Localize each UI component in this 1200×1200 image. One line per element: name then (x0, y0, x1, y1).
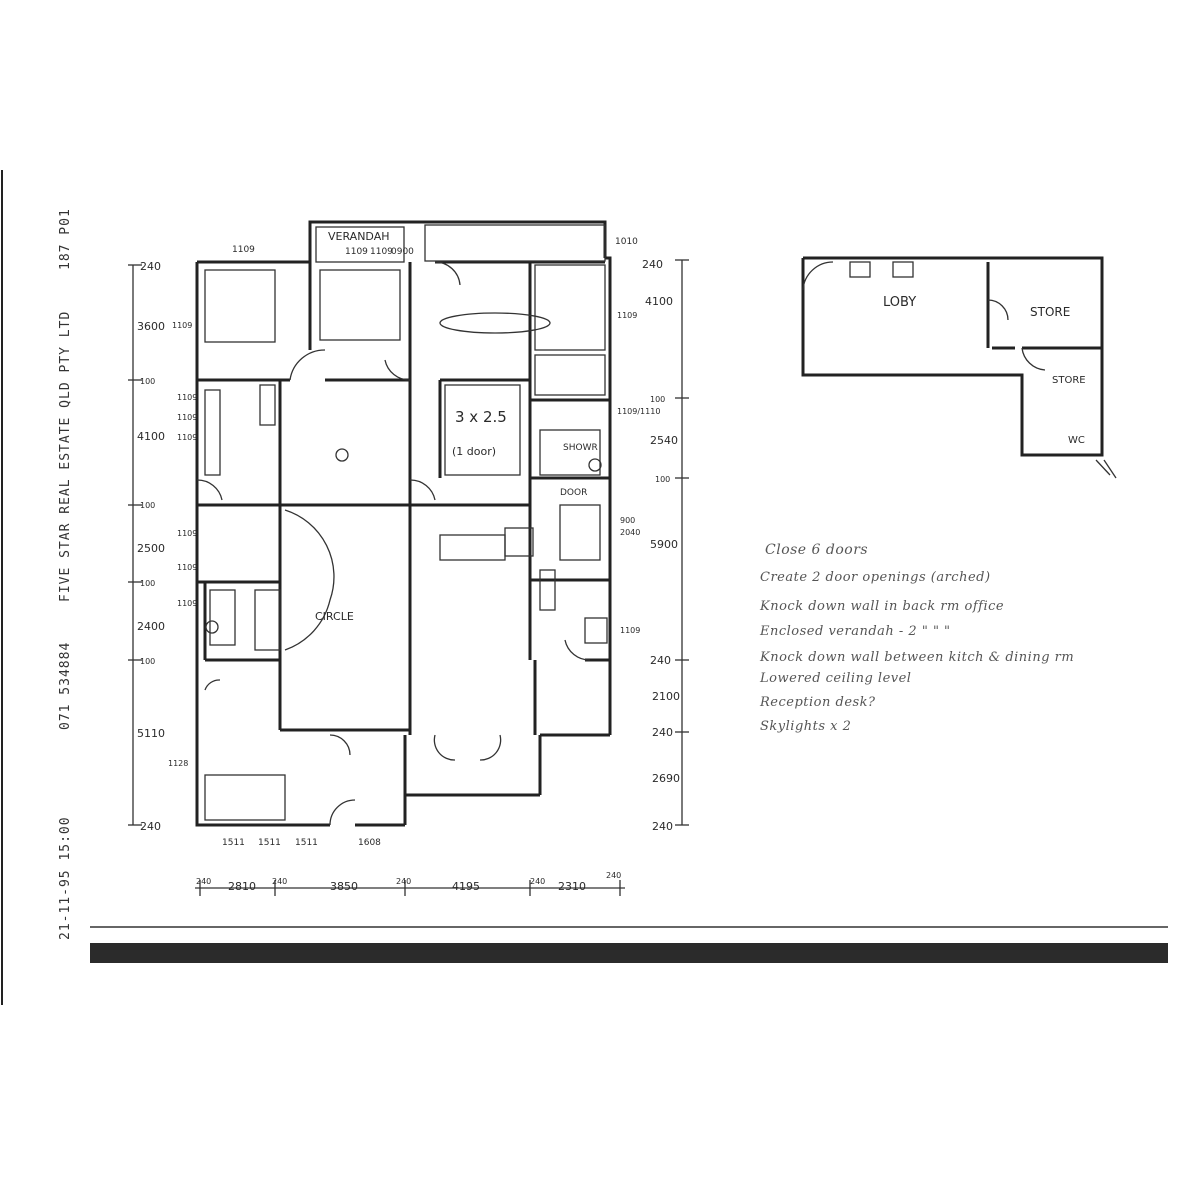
annex-store-label: STORE (1030, 305, 1070, 319)
hall-area-label: 3 x 2.5 (455, 408, 507, 426)
bottom-small-dim: 1511 (222, 838, 245, 848)
left-dimension-line (128, 264, 142, 826)
bottom-dimension-line (195, 880, 625, 896)
annex-walls (801, 256, 1104, 457)
right-small-dim: 1109 (620, 626, 640, 635)
left-dim: 2500 (137, 542, 165, 555)
right-dim: 2100 (652, 690, 680, 703)
bottom-dim: 240 (530, 877, 545, 886)
left-small-dim: 1109 (177, 599, 197, 608)
bottom-dim: 4195 (452, 880, 480, 893)
right-dim: 240 (652, 820, 673, 833)
bottom-dim: 240 (606, 871, 621, 880)
right-dim: 5900 (650, 538, 678, 551)
left-dim: 100 (140, 657, 155, 666)
right-dim: 100 (655, 475, 670, 484)
top-dim: 1109 (232, 245, 255, 255)
right-dim: 2540 (650, 434, 678, 447)
left-small-dim: 1109 (177, 433, 197, 442)
fax-band (90, 943, 1168, 963)
left-dim: 3600 (137, 320, 165, 333)
left-dim: 5110 (137, 727, 165, 740)
left-dim: 2400 (137, 620, 165, 633)
note-item: Lowered ceiling level (760, 671, 912, 686)
left-small-dim: 1109 (177, 413, 197, 422)
left-dim: 240 (140, 260, 161, 273)
bottom-small-dim: 1511 (295, 838, 318, 848)
bottom-dim: 3850 (330, 880, 358, 893)
left-dim: 4100 (137, 430, 165, 443)
right-dim: 4100 (645, 295, 673, 308)
bottom-dim: 240 (396, 877, 411, 886)
note-item: Close 6 doors (765, 542, 869, 558)
right-small-dim: 1109/1110 (617, 407, 660, 416)
right-dimension-line (675, 259, 689, 826)
showr-label: SHOWR (563, 443, 598, 453)
fixtures (204, 264, 608, 821)
circle-label: CIRCLE (315, 610, 354, 623)
note-item: Knock down wall between kitch & dining r… (760, 650, 1075, 665)
note-item: Reception desk? (760, 695, 876, 710)
right-small-dim: 2040 (620, 528, 640, 537)
top-dim: 1010 (615, 237, 638, 247)
top-dim: 0900 (391, 247, 414, 257)
left-small-dim: 1109 (177, 563, 197, 572)
annex-wc-label: WC (1068, 435, 1085, 446)
bottom-small-dim: 1511 (258, 838, 281, 848)
door-swings (196, 261, 591, 826)
bottom-dim: 2810 (228, 880, 256, 893)
right-dim: 240 (642, 258, 663, 271)
left-small-dim: 1109 (172, 321, 192, 330)
note-item: Knock down wall in back rm office (760, 599, 1005, 614)
left-dim: 240 (140, 820, 161, 833)
right-small-dim: 1109 (617, 311, 637, 320)
top-dim: 1109 (370, 247, 393, 257)
bottom-dim: 240 (272, 877, 287, 886)
verandah-label: VERANDAH (328, 230, 390, 243)
right-dim: 240 (650, 654, 671, 667)
left-dim: 100 (140, 579, 155, 588)
left-small-dim: 1109 (177, 393, 197, 402)
right-dim: 100 (650, 395, 665, 404)
left-dim: 100 (140, 501, 155, 510)
note-item: Enclosed verandah - 2 " " " (760, 624, 951, 639)
top-dim: 1109 (345, 247, 368, 257)
note-item: Skylights x 2 (760, 719, 852, 734)
verandah-box (315, 226, 405, 263)
left-small-dim: 1128 (168, 759, 188, 768)
left-dim: 100 (140, 377, 155, 386)
right-dim: 2690 (652, 772, 680, 785)
annex-store-label-2: STORE (1052, 375, 1086, 386)
annex-lobby-label: LOBY (883, 295, 916, 310)
house-walls (195, 220, 612, 827)
door-label: DOOR (560, 488, 587, 498)
right-dim: 240 (652, 726, 673, 739)
bottom-small-dim: 1608 (358, 838, 381, 848)
note-item: Create 2 door openings (arched) (760, 570, 991, 585)
right-small-dim: 900 (620, 516, 635, 525)
bottom-dim: 240 (196, 877, 211, 886)
bottom-dim: 2310 (558, 880, 586, 893)
hall-note-label: (1 door) (452, 445, 496, 458)
left-small-dim: 1109 (177, 529, 197, 538)
